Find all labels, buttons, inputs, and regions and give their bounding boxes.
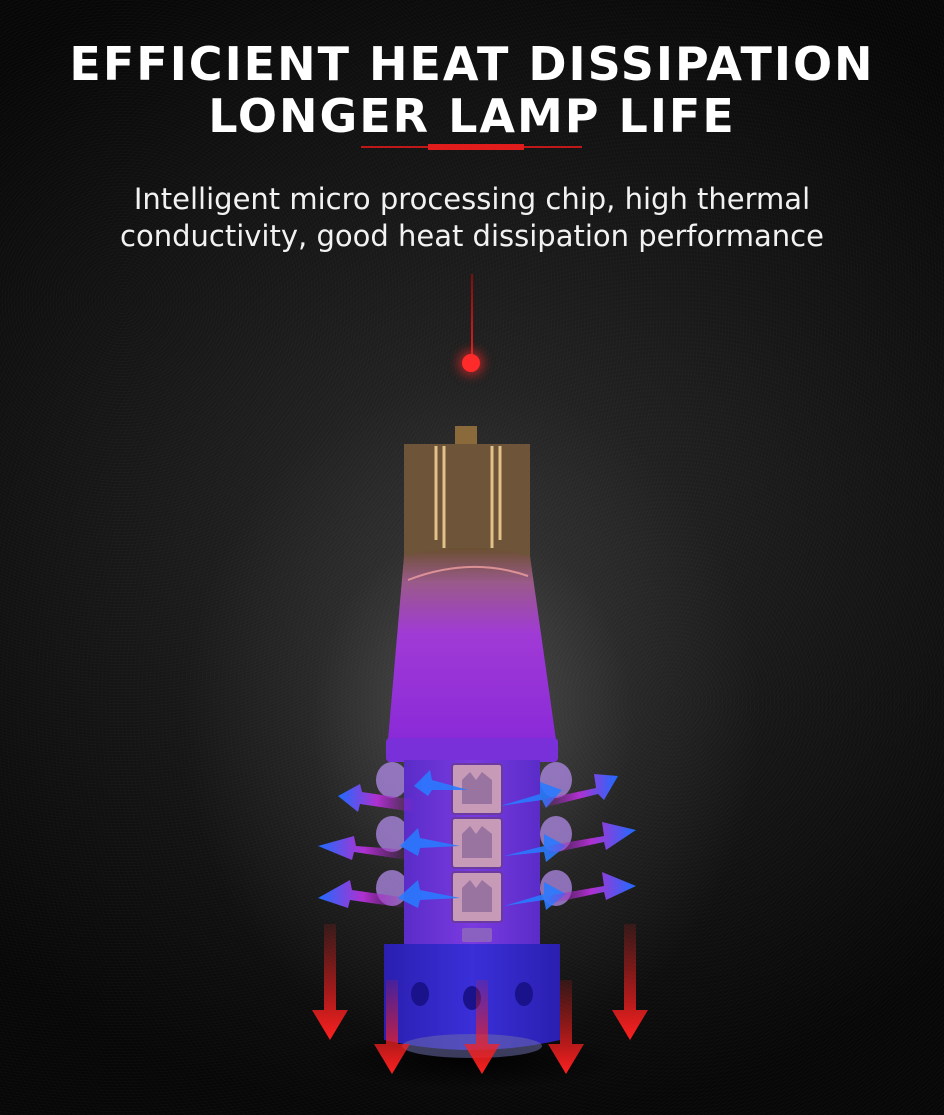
headline-line-1: EFFICIENT HEAT DISSIPATION: [69, 37, 875, 91]
wedge-base: [404, 444, 530, 556]
led-chip-icon: [451, 763, 503, 942]
callout-line: [471, 274, 473, 356]
description: Intelligent micro processing chip, high …: [0, 181, 944, 255]
bulb-body: [388, 548, 556, 740]
callout-dot: [462, 354, 480, 372]
description-line-2: conductivity, good heat dissipation perf…: [120, 219, 824, 253]
body-collar: [386, 738, 558, 762]
description-line-1: Intelligent micro processing chip, high …: [133, 182, 811, 216]
down-arrow-icon: [312, 924, 648, 1074]
contact-tab: [455, 426, 477, 444]
divider-accent: [428, 144, 524, 150]
heat-flow-arrow-icon: [318, 770, 636, 910]
contact-wires: [434, 446, 502, 548]
body-seam: [407, 565, 529, 581]
headline-line-2: LONGER LAMP LIFE: [208, 89, 736, 143]
headline: EFFICIENT HEAT DISSIPATION LONGER LAMP L…: [0, 38, 944, 142]
